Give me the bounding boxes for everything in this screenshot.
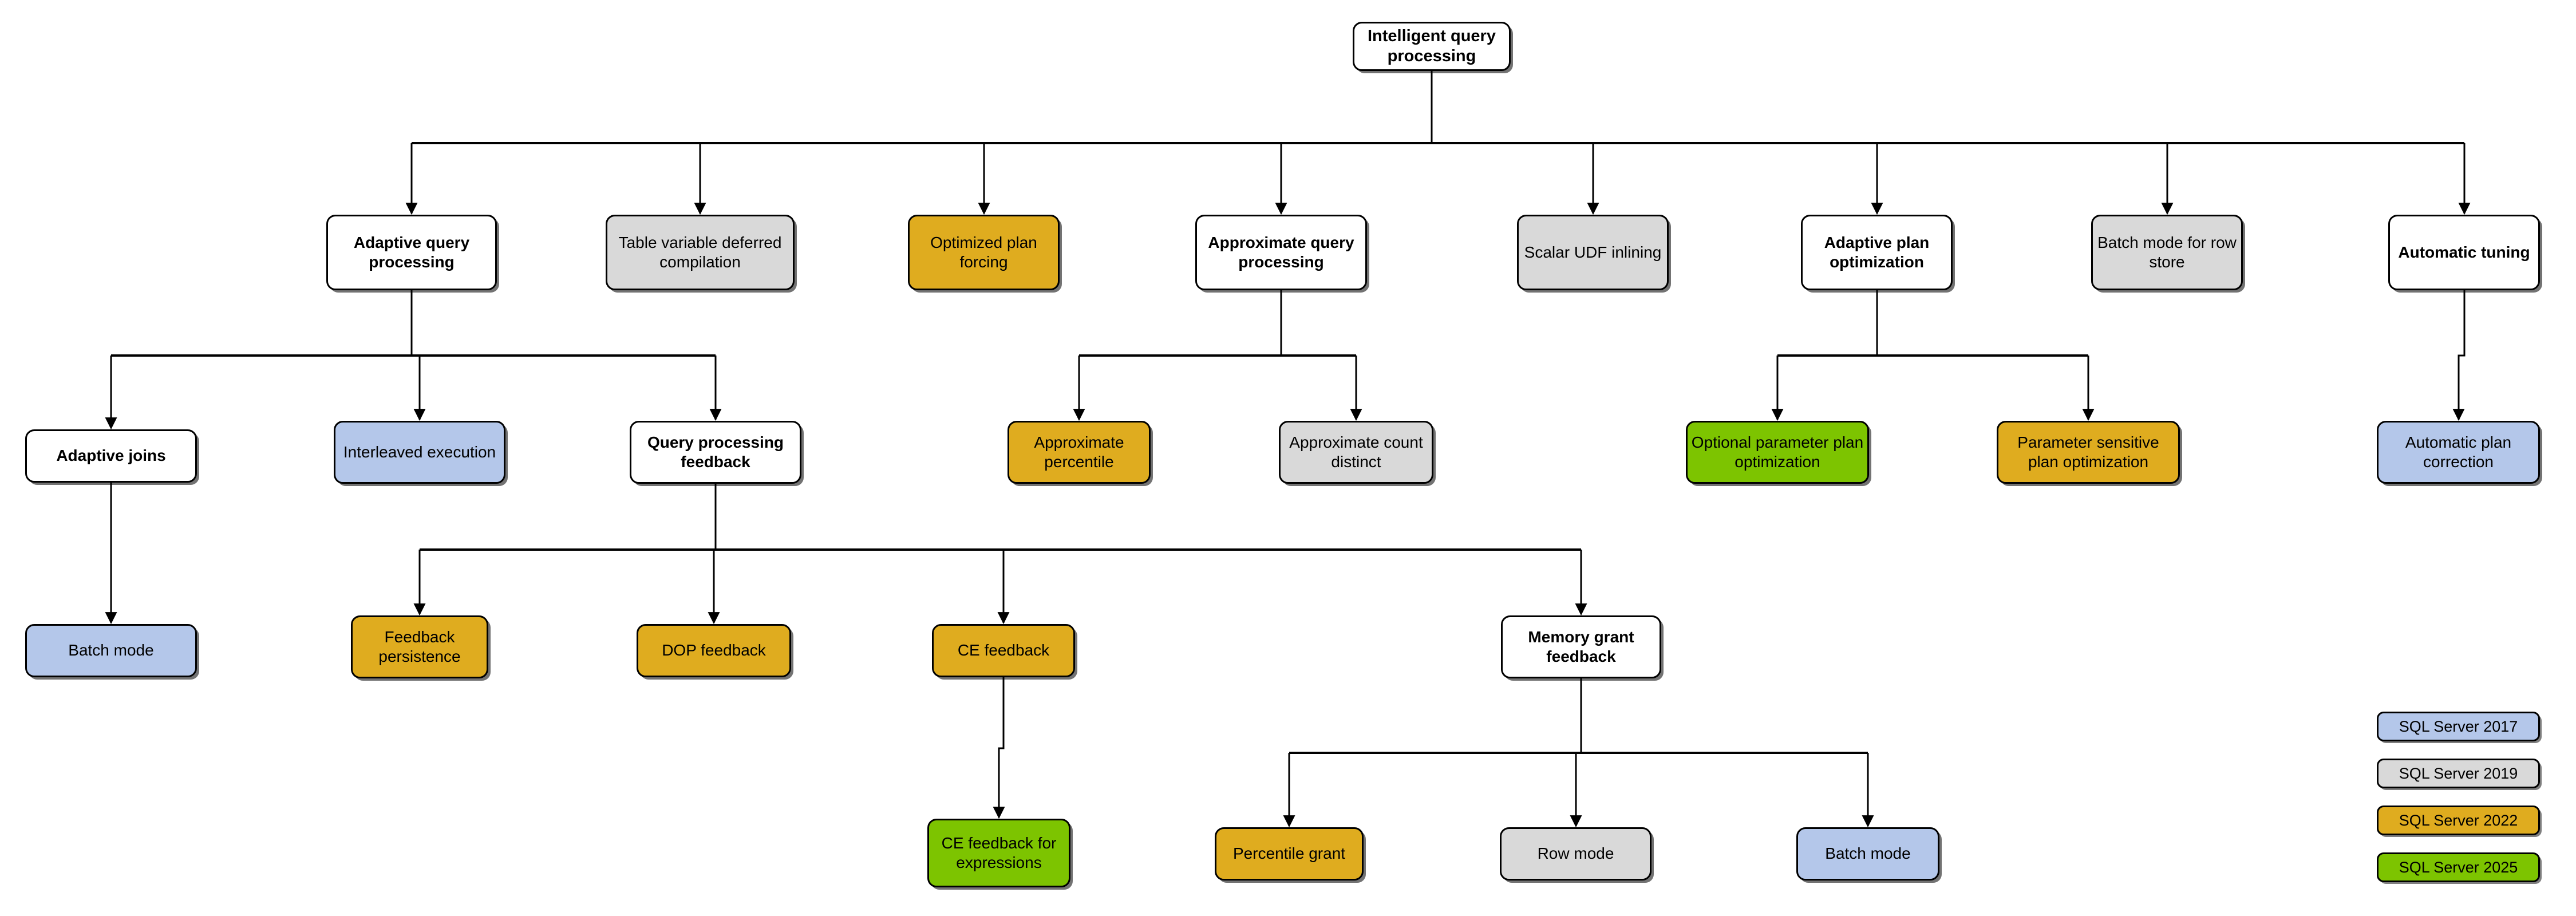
node-label: Interleaved execution: [343, 443, 496, 461]
node-label: CE feedback for expressions: [941, 834, 1057, 871]
legend-label: SQL Server 2025: [2399, 858, 2518, 876]
node-ce-feedback-for-expressions[interactable]: CE feedback for expressions: [927, 819, 1070, 887]
node-label: DOP feedback: [662, 641, 766, 660]
legend-sql-server-2022[interactable]: SQL Server 2022: [2377, 806, 2540, 835]
node-parameter-sensitive-plan-optimization[interactable]: Parameter sensitive plan optimization: [1997, 421, 2180, 484]
node-label: Row mode: [1537, 844, 1614, 863]
node-root[interactable]: Intelligent query processing: [1353, 22, 1511, 71]
node-label: Approximate query processing: [1208, 233, 1354, 271]
edge-ce-feedback-to-ce-feedback-for-expressions: [993, 677, 1005, 819]
legend-label: SQL Server 2017: [2399, 717, 2518, 735]
node-label: Optional parameter plan optimization: [1691, 433, 1864, 471]
node-approximate-count-distinct[interactable]: Approximate count distinct: [1279, 421, 1433, 484]
node-label: Adaptive plan optimization: [1824, 233, 1930, 271]
node-label: Approximate percentile: [1034, 433, 1124, 471]
node-label: Parameter sensitive plan optimization: [2017, 433, 2159, 471]
node-label: Adaptive joins: [56, 447, 166, 465]
node-automatic-tuning[interactable]: Automatic tuning: [2388, 215, 2540, 290]
node-approximate-percentile[interactable]: Approximate percentile: [1008, 421, 1151, 484]
node-table-variable-deferred-compilation[interactable]: Table variable deferred compilation: [606, 215, 795, 290]
node-interleaved-execution[interactable]: Interleaved execution: [334, 421, 505, 484]
node-percentile-grant[interactable]: Percentile grant: [1215, 827, 1364, 881]
node-row-mode[interactable]: Row mode: [1500, 827, 1652, 881]
node-batch-mode-for-row-store[interactable]: Batch mode for row store: [2091, 215, 2243, 290]
node-adaptive-joins[interactable]: Adaptive joins: [25, 429, 197, 483]
node-automatic-plan-correction[interactable]: Automatic plan correction: [2377, 421, 2540, 484]
node-label: Automatic plan correction: [2405, 433, 2512, 471]
node-label: Percentile grant: [1232, 844, 1346, 863]
node-label: Batch mode: [68, 641, 154, 660]
legend-sql-server-2025[interactable]: SQL Server 2025: [2377, 852, 2540, 882]
node-label: Batch mode for row store: [2097, 233, 2237, 271]
node-label: Query processing feedback: [647, 433, 784, 471]
node-adaptive-plan-optimization[interactable]: Adaptive plan optimization: [1801, 215, 1953, 290]
node-dop-feedback[interactable]: DOP feedback: [637, 624, 791, 677]
node-label: Scalar UDF inlining: [1524, 243, 1662, 261]
node-label: Batch mode: [1825, 844, 1911, 863]
node-label: Automatic tuning: [2398, 243, 2530, 261]
node-label: Adaptive query processing: [353, 233, 470, 271]
node-label: Approximate count distinct: [1289, 433, 1423, 471]
node-scalar-udf-inlining[interactable]: Scalar UDF inlining: [1517, 215, 1669, 290]
node-approximate-query-processing[interactable]: Approximate query processing: [1195, 215, 1367, 290]
node-memory-grant-feedback[interactable]: Memory grant feedback: [1501, 615, 1661, 678]
node-label: Feedback persistence: [378, 627, 461, 665]
node-label: Optimized plan forcing: [930, 233, 1037, 271]
legend-label: SQL Server 2022: [2399, 811, 2518, 829]
node-query-processing-feedback[interactable]: Query processing feedback: [630, 421, 801, 484]
edge-automatic-tuning-to-automatic-plan-correction: [2452, 290, 2466, 421]
legend-sql-server-2017[interactable]: SQL Server 2017: [2377, 712, 2540, 741]
node-batch-mode-adaptive[interactable]: Batch mode: [25, 624, 197, 677]
node-label: CE feedback: [957, 641, 1050, 660]
node-optimized-plan-forcing[interactable]: Optimized plan forcing: [908, 215, 1060, 290]
node-label: Memory grant feedback: [1528, 627, 1634, 665]
legend-sql-server-2019[interactable]: SQL Server 2019: [2377, 759, 2540, 788]
node-feedback-persistence[interactable]: Feedback persistence: [351, 615, 488, 678]
node-batch-mode-memory-grant[interactable]: Batch mode: [1796, 827, 1939, 881]
node-label: Table variable deferred compilation: [618, 233, 782, 271]
node-optional-parameter-plan-optimization[interactable]: Optional parameter plan optimization: [1686, 421, 1869, 484]
legend-label: SQL Server 2019: [2399, 764, 2518, 782]
node-ce-feedback[interactable]: CE feedback: [932, 624, 1075, 677]
node-label: Intelligent query processing: [1368, 26, 1496, 65]
node-adaptive-query-processing[interactable]: Adaptive query processing: [326, 215, 497, 290]
